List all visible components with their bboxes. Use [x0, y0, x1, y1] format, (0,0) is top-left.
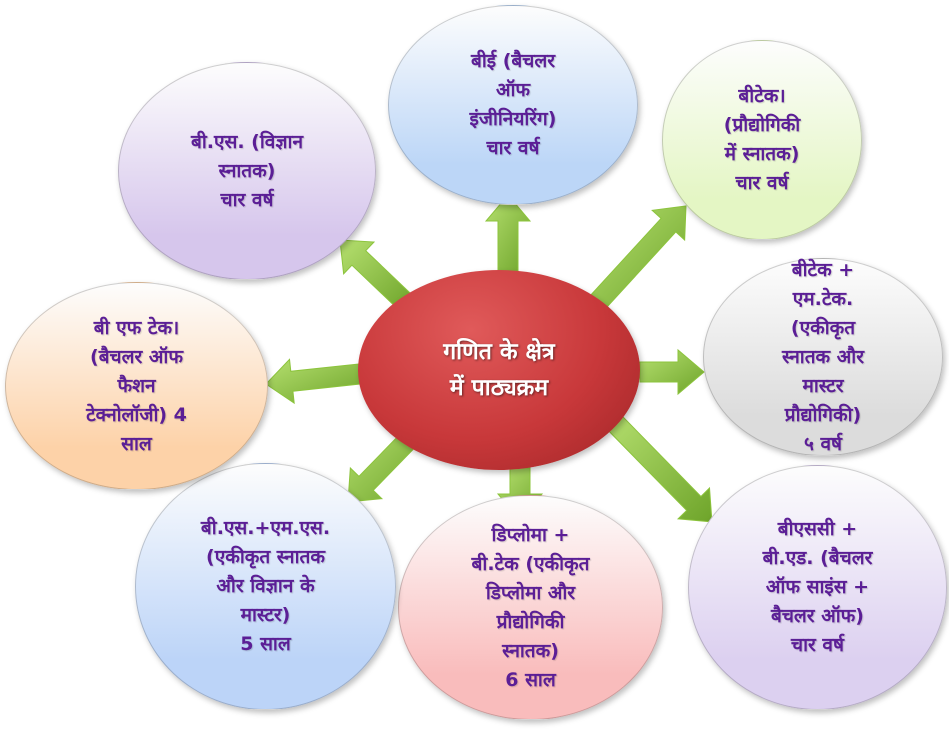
- course-node-bs: बी.एस. (विज्ञान स्नातक) चार वर्ष: [118, 62, 376, 280]
- course-label-line: बी.टेक (एकीकृत: [471, 552, 590, 575]
- course-label-line: 5 साल: [240, 633, 291, 655]
- arrow-right-icon: [639, 348, 705, 396]
- course-label-line: ऑफ साइंस +: [765, 576, 870, 598]
- course-label-line: स्नातक और: [782, 345, 864, 368]
- course-label-line: और विज्ञान के: [216, 575, 315, 597]
- arrow-down-right-icon: [604, 412, 713, 523]
- course-label-line: बीटेक +: [791, 258, 855, 281]
- course-label-line: स्नातक): [218, 159, 276, 182]
- course-node-bftech: बी एफ टेक। (बैचलर ऑफ फैशन टेक्नोलॉजी) 4 साल: [5, 282, 268, 490]
- arrow-up-left-icon: [339, 239, 413, 310]
- course-label-line: (एकीकृत: [790, 316, 856, 339]
- course-node-be: बीई (बैचलर ऑफ इंजीनियरिंग) चार वर्ष: [388, 5, 638, 205]
- course-node-diploma-btech: डिप्लोमा + बी.टेक (एकीकृत डिप्लोमा और प्रौद…: [398, 495, 663, 720]
- course-label-line: बीटेक।: [738, 85, 786, 107]
- course-node-bs-ms: बी.एस.+एम.एस. (एकीकृत स्नातक और विज्ञान के…: [135, 463, 396, 710]
- course-label-line: चार वर्ष: [486, 137, 540, 159]
- course-label-line: स्नातक): [502, 639, 559, 662]
- center-node: गणित के क्षेत्र में पाठ्यक्रम: [358, 270, 640, 470]
- arrow-left-icon: [265, 358, 362, 405]
- course-label-line: बीई (बैचलर: [471, 50, 555, 72]
- arrow-up-right-icon: [589, 205, 687, 310]
- course-label-line: बी.एस.+एम.एस.: [200, 517, 331, 539]
- course-label-line: ऑफ: [495, 79, 531, 101]
- course-label-line: इंजीनियरिंग): [469, 108, 557, 130]
- course-label-line: बीएससी +: [777, 518, 858, 540]
- course-label-line: चार वर्ष: [735, 172, 789, 194]
- course-label-line: ५ वर्ष: [803, 432, 843, 455]
- course-label-line: (प्रौद्योगिकी: [723, 114, 801, 136]
- course-node-bsc-bed: बीएससी + बी.एड. (बैचलर ऑफ साइंस + बैचलर ऑफ)…: [688, 465, 947, 710]
- arrow-up-icon: [484, 194, 532, 273]
- course-label-line: बी एफ टेक।: [93, 316, 180, 339]
- course-label-line: 6 साल: [505, 668, 556, 691]
- course-label-line: टेक्नोलॉजी) 4: [86, 403, 187, 426]
- course-label-line: साल: [121, 432, 152, 455]
- course-label-line: चार वर्ष: [220, 188, 274, 211]
- course-label-line: मास्टर: [802, 374, 844, 397]
- course-label-line: मास्टर): [240, 604, 291, 626]
- course-label-line: बैचलर ऑफ): [771, 605, 864, 627]
- course-label-line: एम.टेक.: [792, 287, 854, 310]
- center-title-line: में पाठ्यक्रम: [449, 375, 549, 401]
- course-label-line: प्रौद्योगिकी): [784, 403, 862, 426]
- course-label-line: (एकीकृत स्नातक: [206, 546, 325, 568]
- center-title-line: गणित के क्षेत्र: [443, 339, 555, 365]
- course-label-line: फैशन: [117, 374, 156, 397]
- course-node-btech: बीटेक। (प्रौद्योगिकी में स्नातक) चार वर्ष: [662, 40, 862, 240]
- course-label-line: (बैचलर ऑफ: [90, 345, 183, 368]
- course-label-line: चार वर्ष: [791, 634, 844, 656]
- course-label-line: में स्नातक): [724, 143, 800, 165]
- course-label-line: प्रौद्योगिकी: [496, 610, 565, 633]
- course-node-btech-mtech: बीटेक + एम.टेक. (एकीकृत स्नातक और मास्टर प्रौ…: [703, 258, 943, 456]
- course-label-line: डिप्लोमा और: [485, 581, 576, 604]
- course-label-line: डिप्लोमा +: [491, 523, 570, 546]
- course-label-line: बी.एड. (बैचलर: [762, 547, 873, 569]
- course-label-line: बी.एस. (विज्ञान: [191, 130, 303, 153]
